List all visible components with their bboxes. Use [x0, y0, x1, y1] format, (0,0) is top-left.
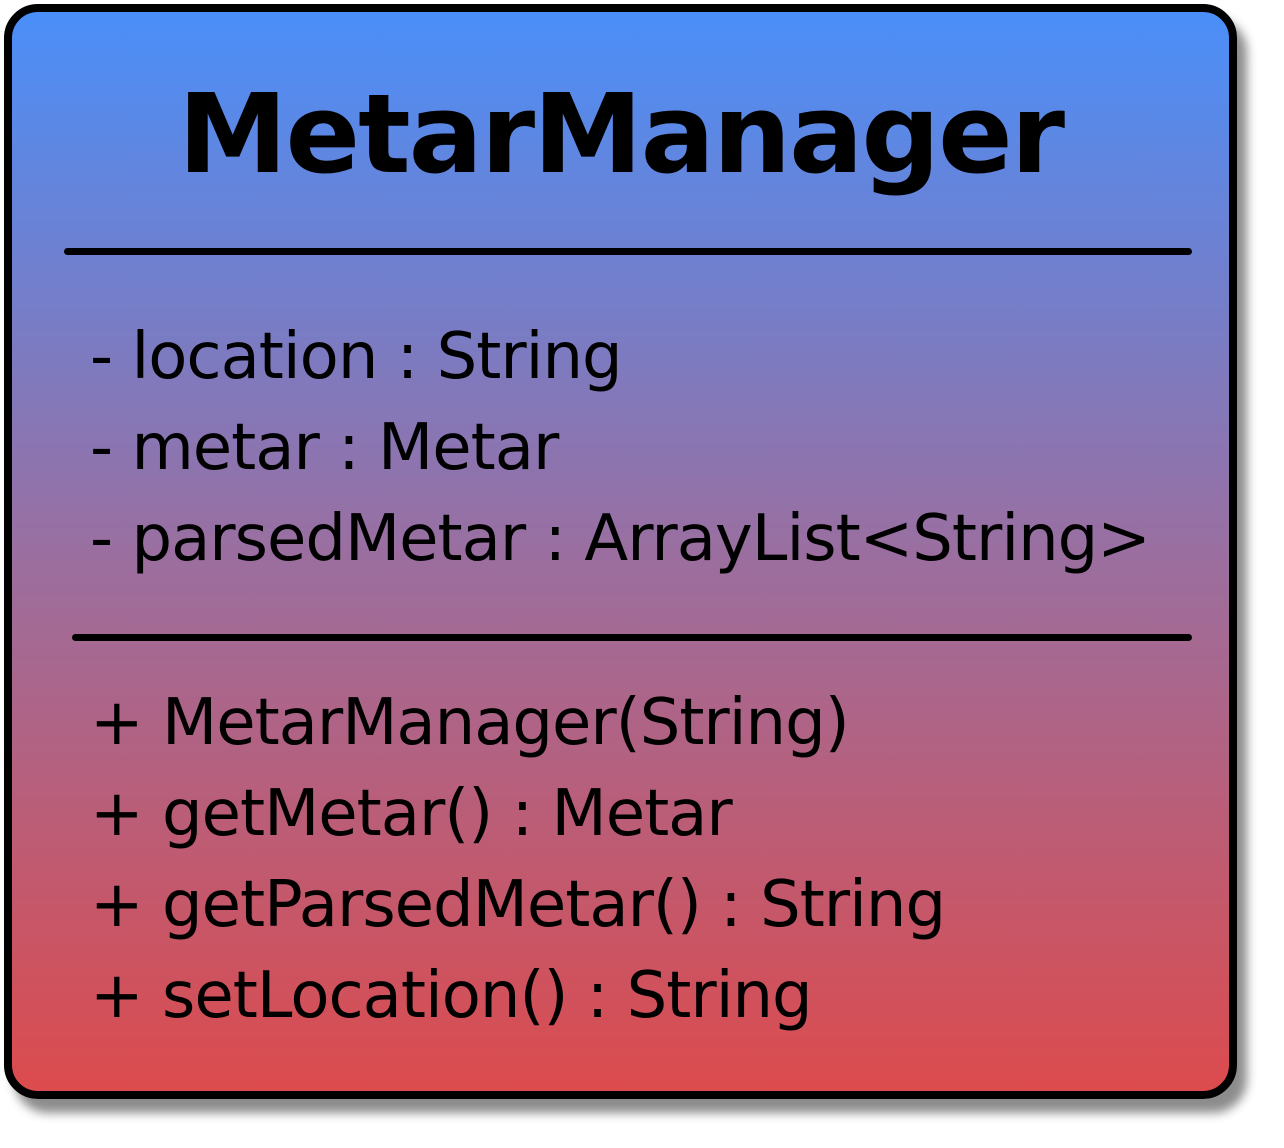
uml-class-box: MetarManager - location : String - metar…	[4, 4, 1237, 1099]
attribute-item: - metar : Metar	[90, 411, 559, 485]
operation-list: + MetarManager(String) + getMetar() : Me…	[90, 678, 946, 1042]
operation-item: + getMetar() : Metar	[90, 777, 733, 851]
operation-item: + setLocation() : String	[90, 959, 813, 1033]
operation-item: + getParsedMetar() : String	[90, 868, 946, 942]
operation-item: + MetarManager(String)	[90, 686, 850, 760]
attribute-list: - location : String - metar : Metar - pa…	[90, 312, 1151, 585]
name-attributes-divider	[64, 248, 1192, 255]
attributes-operations-divider	[72, 634, 1192, 641]
class-name: MetarManager	[178, 70, 1065, 198]
attribute-item: - parsedMetar : ArrayList<String>	[90, 502, 1151, 576]
attribute-item: - location : String	[90, 320, 623, 394]
